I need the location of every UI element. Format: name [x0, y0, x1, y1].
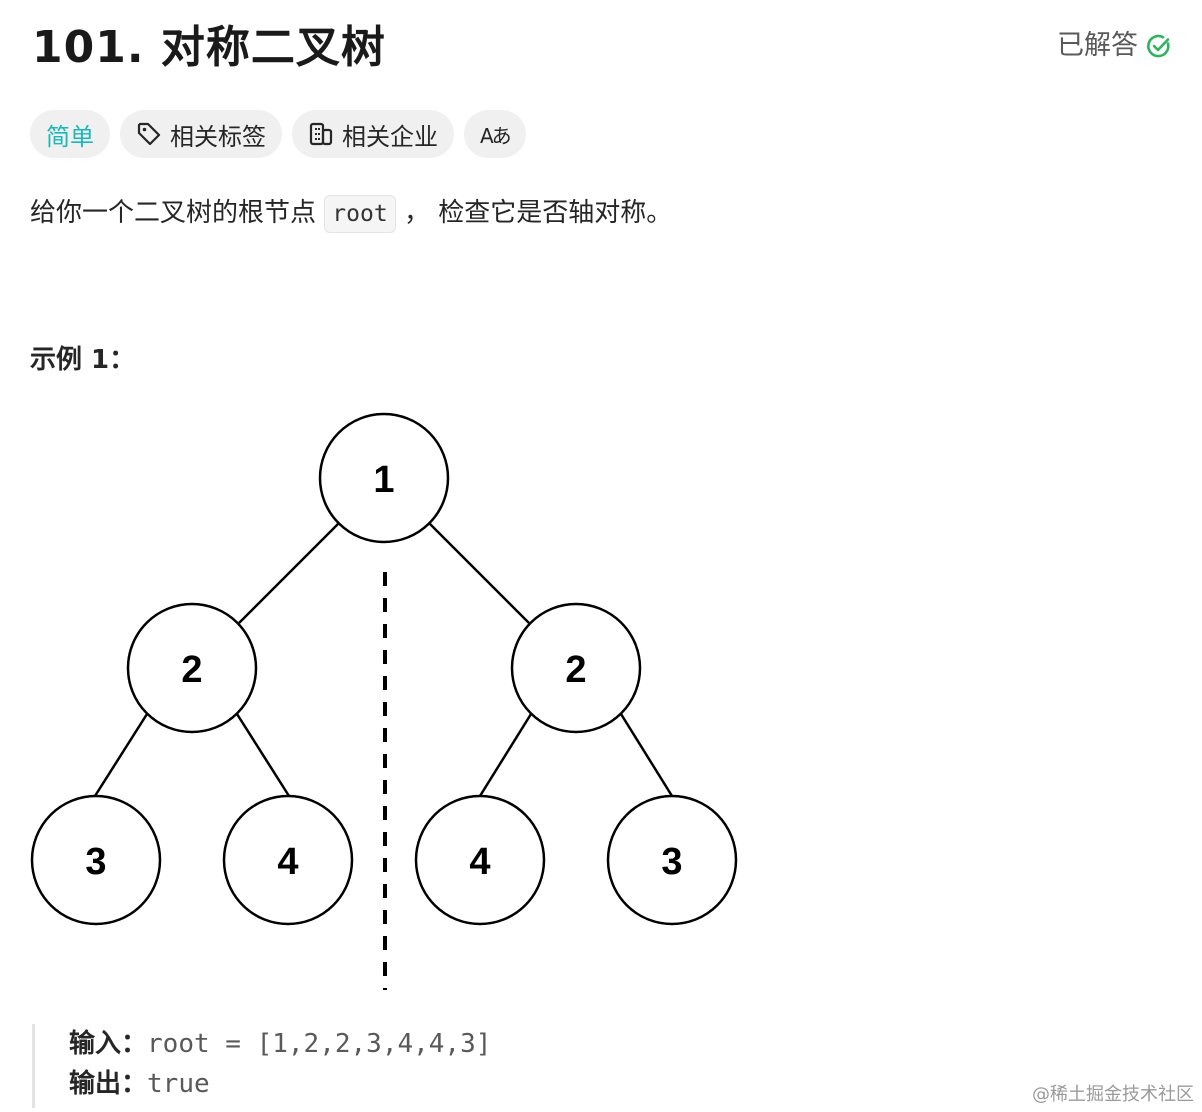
- node-right-2: 2: [510, 602, 642, 734]
- difficulty-badge[interactable]: 简单: [30, 110, 110, 158]
- tag-icon: [136, 121, 162, 147]
- related-tags-button[interactable]: 相关标签: [120, 110, 282, 158]
- edge-2L-4: [235, 713, 291, 797]
- node-right-right-3: 3: [606, 794, 738, 926]
- example-io-block: 输入：root = [1,2,2,3,4,4,3] 输出：true: [32, 1024, 632, 1108]
- example-input-line: 输入：root = [1,2,2,3,4,4,3]: [69, 1024, 632, 1064]
- node-left-right-4: 4: [222, 794, 354, 926]
- node-label: 4: [277, 841, 298, 883]
- node-left-2: 2: [126, 602, 258, 734]
- check-circle-icon: [1146, 33, 1172, 59]
- watermark: @稀土掘金技术社区: [1032, 1084, 1194, 1105]
- input-label: 输入：: [69, 1029, 148, 1059]
- node-label: 3: [661, 841, 682, 883]
- output-value: true: [147, 1069, 210, 1099]
- description-suffix: ， 检查它是否轴对称。: [403, 198, 673, 228]
- translate-icon: Aあ: [480, 123, 512, 148]
- page-title: 101. 对称二叉树: [32, 22, 386, 73]
- tree-diagram: 1 2 2 3 4 4 3: [30, 412, 738, 990]
- input-value: root = [1,2,2,3,4,4,3]: [147, 1029, 492, 1059]
- node-right-left-4: 4: [414, 794, 546, 926]
- example-output-line: 输出：true: [69, 1064, 632, 1104]
- related-companies-button[interactable]: 相关企业: [292, 110, 454, 158]
- edge-1-2L: [238, 522, 340, 624]
- problem-description: 给你一个二叉树的根节点 root ， 检查它是否轴对称。: [30, 190, 672, 236]
- related-companies-label: 相关企业: [342, 122, 438, 151]
- node-root: 1: [318, 412, 450, 544]
- solved-label: 已解答: [1057, 30, 1138, 61]
- code-root: root: [324, 194, 396, 233]
- description-prefix: 给你一个二叉树的根节点: [30, 198, 317, 228]
- edge-1-2R: [428, 522, 530, 624]
- example-title: 示例 1：: [30, 345, 136, 375]
- node-label: 2: [181, 649, 202, 691]
- difficulty-label: 简单: [46, 122, 94, 151]
- edge-2R-4: [478, 713, 533, 797]
- tag-row: 简单 相关标签 相关企业 Aあ: [30, 110, 526, 158]
- node-label: 3: [85, 841, 106, 883]
- node-label: 4: [469, 841, 490, 883]
- node-label: 2: [565, 649, 586, 691]
- solved-status: 已解答: [1057, 26, 1172, 66]
- edge-2L-3: [93, 713, 149, 797]
- related-tags-label: 相关标签: [170, 122, 266, 151]
- edge-2R-3: [619, 713, 674, 797]
- translate-button[interactable]: Aあ: [464, 110, 526, 158]
- building-icon: [308, 121, 334, 147]
- node-left-left-3: 3: [30, 794, 162, 926]
- output-label: 输出：: [69, 1069, 148, 1099]
- node-label: 1: [373, 459, 394, 501]
